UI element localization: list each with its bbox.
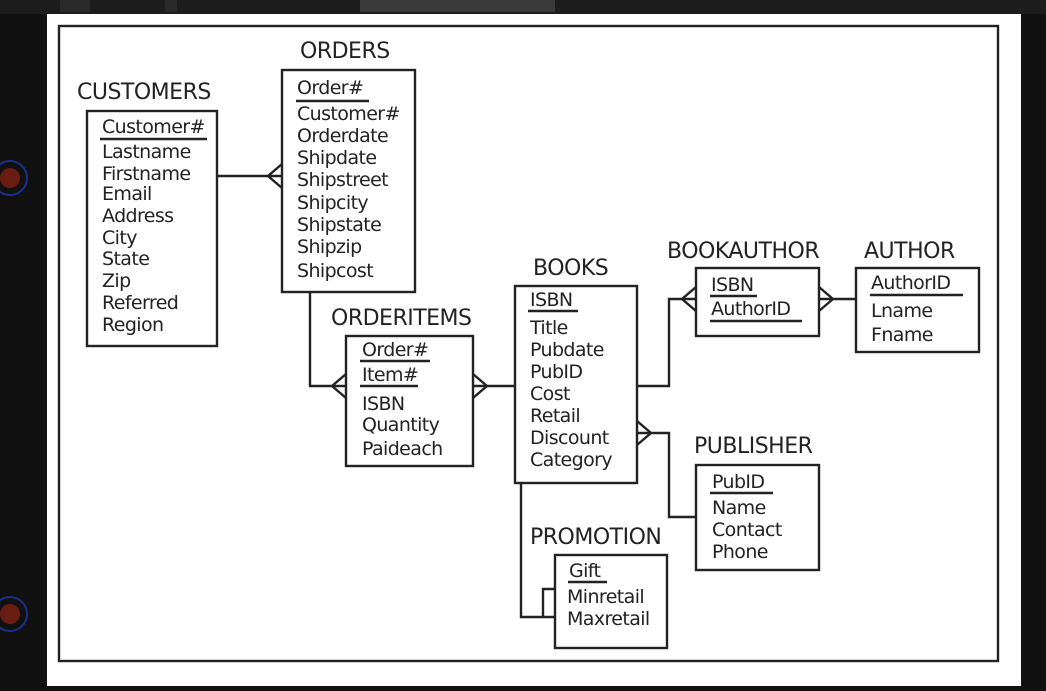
pk-attribute: Item# [362, 364, 418, 386]
rel-books-bookauthor [637, 286, 697, 388]
entity-title-orderitems: ORDERITEMS [331, 306, 472, 331]
attribute: Minretail [567, 586, 644, 608]
entity-box-customers [85, 109, 219, 348]
attribute: Category [530, 449, 612, 471]
pk-attribute: ISBN [711, 274, 754, 296]
attribute: Maxretail [567, 608, 650, 630]
attribute: Zip [102, 270, 131, 292]
attribute: Shipdate [297, 147, 377, 169]
rel-books-promotion [519, 483, 555, 619]
attribute: Customer# [297, 103, 400, 125]
entity-box-promotion [553, 553, 669, 650]
pk-attribute: Order# [297, 77, 363, 99]
top-bar-fragment [360, 0, 555, 12]
attribute: Address [102, 205, 173, 227]
entity-box-orderitems [344, 334, 475, 468]
attribute: ISBN [362, 393, 405, 415]
attribute: City [102, 227, 137, 249]
attribute: Quantity [362, 414, 440, 436]
top-bar-fragment [165, 0, 177, 12]
pk-attribute: AuthorID [871, 272, 950, 294]
pk-attribute: Order# [362, 339, 428, 361]
attribute: Shipcost [297, 260, 373, 282]
pk-attribute: AuthorID [711, 298, 790, 320]
pk-attribute: ISBN [530, 289, 573, 311]
entity-title-promotion: PROMOTION [530, 525, 661, 550]
entity-title-publisher: PUBLISHER [694, 434, 813, 459]
attribute: Lastname [102, 141, 191, 163]
rel-author-bookauthor [818, 286, 856, 312]
attribute: Fname [871, 324, 933, 346]
entity-box-bookauthor [694, 266, 821, 338]
avatar[interactable] [0, 160, 28, 196]
entity-box-orders [280, 68, 417, 294]
attribute: Cost [530, 383, 570, 405]
pk-attribute: Gift [569, 560, 601, 582]
attribute: Contact [712, 519, 782, 541]
attribute: Phone [712, 541, 768, 563]
attribute: Email [102, 183, 152, 205]
attribute: Paideach [362, 438, 443, 460]
rel-publisher-books [636, 420, 696, 519]
rel-books-orderitems [472, 373, 515, 399]
entity-title-orders: ORDERS [300, 39, 390, 64]
entity-box-books [513, 284, 639, 485]
attribute: Title [529, 317, 568, 339]
avatar[interactable] [0, 596, 28, 632]
rel-orders-orderitems [308, 292, 347, 399]
attribute: Name [712, 497, 766, 519]
entity-box-author [854, 266, 981, 354]
pk-attribute: PubID [712, 471, 764, 493]
er-diagram: CUSTOMERS ORDERS ORDERITEMS BOOKS BOOKAU… [57, 24, 1000, 663]
erd-image: CUSTOMERS ORDERS ORDERITEMS BOOKS BOOKAU… [47, 14, 1021, 686]
attribute: State [102, 248, 149, 270]
attribute: PubID [530, 361, 582, 383]
attribute: Shipstate [297, 214, 381, 236]
attribute: Shipstreet [297, 169, 388, 191]
entity-title-customers: CUSTOMERS [77, 80, 211, 105]
attribute: Orderdate [297, 125, 388, 147]
pk-attribute: Customer# [102, 116, 205, 138]
attribute: Discount [530, 427, 609, 449]
attribute: Shipcity [297, 192, 368, 214]
attribute: Region [102, 314, 163, 336]
entity-title-books: BOOKS [533, 256, 608, 281]
diagram-frame [57, 24, 1000, 663]
window-top-bar [0, 0, 1046, 14]
entity-title-bookauthor: BOOKAUTHOR [667, 239, 819, 264]
rel-customers-orders [217, 163, 283, 189]
entity-title-author: AUTHOR [864, 239, 955, 264]
attribute: Pubdate [530, 339, 604, 361]
top-bar-fragment [60, 0, 90, 12]
attribute: Retail [530, 405, 580, 427]
attribute: Lname [871, 300, 932, 322]
attribute: Shipzip [297, 236, 362, 258]
attribute: Referred [102, 292, 178, 314]
attribute: Firstname [102, 163, 190, 185]
